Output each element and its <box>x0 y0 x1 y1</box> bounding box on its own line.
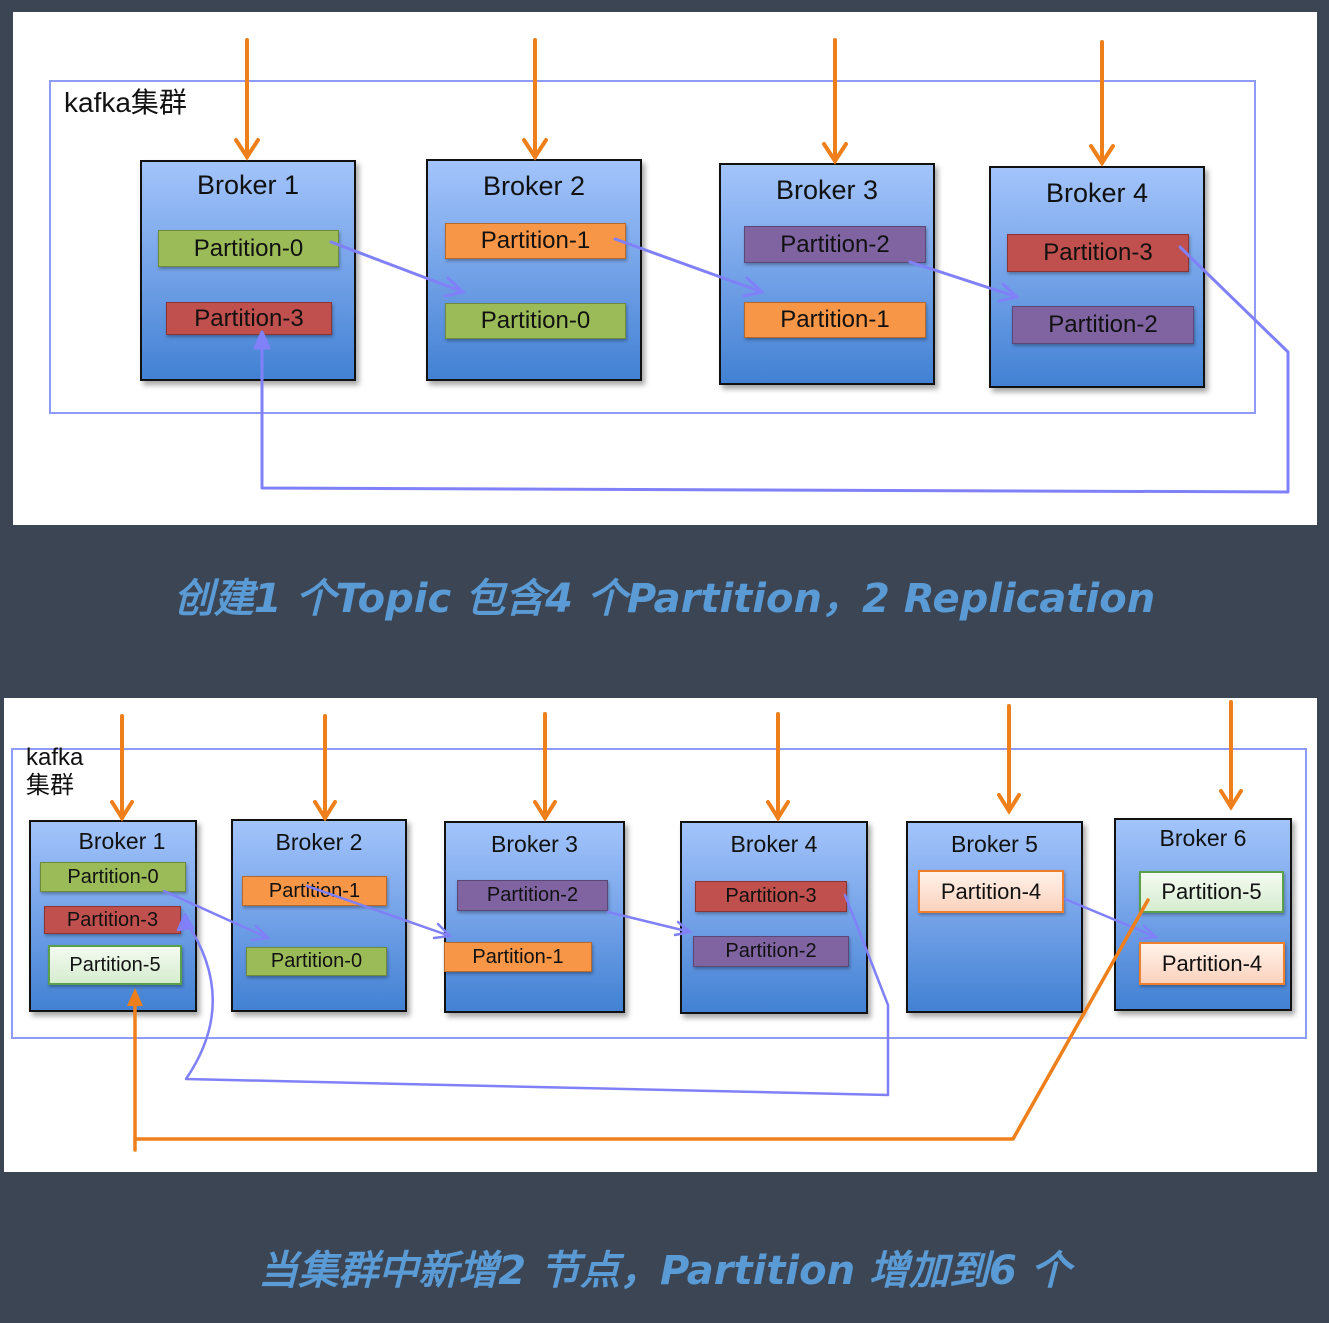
partition-box: Partition-2 <box>457 880 608 911</box>
broker-title: Broker 1 <box>78 828 166 854</box>
diagram-2-caption: 当集群中新增2 节点，Partition 增加到6 个 <box>258 1248 1071 1294</box>
partition-box: Partition-1 <box>744 302 926 338</box>
broker-6: Broker 6 Partition-5 Partition-4 <box>1114 818 1292 1011</box>
broker-title: Broker 3 <box>775 175 879 205</box>
partition-box: Partition-0 <box>246 947 387 976</box>
broker-title: Broker 4 <box>730 831 818 857</box>
broker-title: Broker 3 <box>491 831 578 857</box>
partition-box: Partition-5 <box>1139 871 1284 913</box>
cluster-label-2-line1: kafka <box>26 744 84 771</box>
partition-box: Partition-3 <box>44 906 181 934</box>
diagram-1-caption: 创建1 个Topic 包含4 个Partition，2 Replication <box>173 576 1156 622</box>
broker-title: Broker 2 <box>275 829 363 855</box>
broker-1: Broker 1 Partition-0 Partition-3 Partiti… <box>29 820 197 1012</box>
partition-box: Partition-3 <box>1007 234 1189 272</box>
partition-box: Partition-2 <box>744 226 926 263</box>
partition-box: Partition-0 <box>158 230 339 267</box>
partition-box: Partition-2 <box>1012 306 1194 344</box>
broker-2: Broker 2 Partition-1 Partition-0 <box>426 159 642 381</box>
partition-box: Partition-3 <box>695 881 847 912</box>
broker-3: Broker 3 Partition-2 Partition-1 <box>444 821 625 1013</box>
partition-box: Partition-4 <box>1139 942 1285 985</box>
partition-box: Partition-0 <box>445 303 626 339</box>
cluster-label-2-line2: 集群 <box>26 772 74 799</box>
broker-title: Broker 4 <box>1045 178 1149 208</box>
partition-box: Partition-4 <box>918 870 1064 913</box>
broker-4: Broker 4 Partition-3 Partition-2 <box>680 821 868 1014</box>
broker-4: Broker 4 Partition-3 Partition-2 <box>989 166 1205 388</box>
broker-title: Broker 1 <box>196 170 300 200</box>
partition-box: Partition-0 <box>40 862 186 892</box>
broker-2: Broker 2 Partition-1 Partition-0 <box>231 819 407 1012</box>
partition-box: Partition-3 <box>166 302 332 335</box>
cluster-label-1: kafka集群 <box>64 87 187 118</box>
kafka-cluster-2 <box>11 748 1307 1039</box>
broker-3: Broker 3 Partition-2 Partition-1 <box>719 163 935 385</box>
broker-title: Broker 5 <box>951 831 1038 857</box>
broker-1: Broker 1 Partition-0 Partition-3 <box>140 160 356 381</box>
partition-box: Partition-1 <box>445 223 626 259</box>
partition-box: Partition-1 <box>444 942 592 972</box>
partition-box: Partition-1 <box>242 876 387 906</box>
broker-title: Broker 6 <box>1159 825 1247 851</box>
broker-5: Broker 5 Partition-4 <box>906 821 1083 1013</box>
partition-box: Partition-2 <box>693 936 849 967</box>
partition-box: Partition-5 <box>48 945 182 985</box>
broker-title: Broker 2 <box>482 171 586 201</box>
